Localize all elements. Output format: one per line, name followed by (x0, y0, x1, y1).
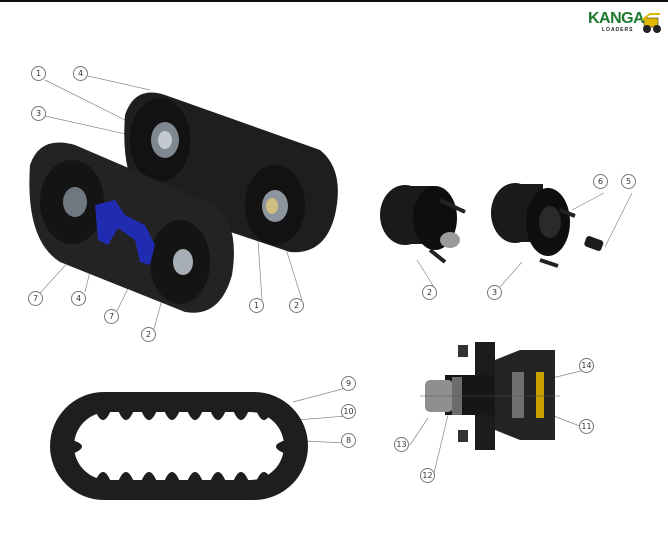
callout-7: 7 (104, 309, 119, 324)
callout-5: 5 (621, 174, 636, 189)
callout-1: 1 (31, 66, 46, 81)
callout-11: 11 (579, 419, 594, 434)
logo-sub: LOADERS (602, 27, 634, 33)
top-border (0, 0, 668, 2)
callout-7: 7 (28, 291, 43, 306)
callout-1: 1 (249, 298, 264, 313)
loader-icon (641, 13, 661, 33)
callout-2: 2 (289, 298, 304, 313)
hub-assembly-3 (491, 183, 604, 268)
callout-3: 3 (487, 285, 502, 300)
callout-6: 6 (593, 174, 608, 189)
callout-14: 14 (579, 358, 594, 373)
callout-2: 2 (422, 285, 437, 300)
callout-9: 9 (341, 376, 356, 391)
hub-section-view (420, 342, 560, 450)
kanga-loaders-logo: KANGA LOADERS (588, 10, 664, 38)
rubber-track-loop (50, 392, 308, 500)
callout-8: 8 (341, 433, 356, 448)
leader-lines (39, 75, 633, 474)
hub-assembly-2 (380, 185, 466, 264)
callout-10: 10 (341, 404, 356, 419)
callout-4: 4 (73, 66, 88, 81)
callout-4: 4 (71, 291, 86, 306)
callout-3: 3 (31, 106, 46, 121)
callout-13: 13 (394, 437, 409, 452)
track-assembly-front (29, 142, 234, 313)
callout-2: 2 (141, 327, 156, 342)
callout-12: 12 (420, 468, 435, 483)
logo-brand: KANGA (588, 10, 645, 27)
